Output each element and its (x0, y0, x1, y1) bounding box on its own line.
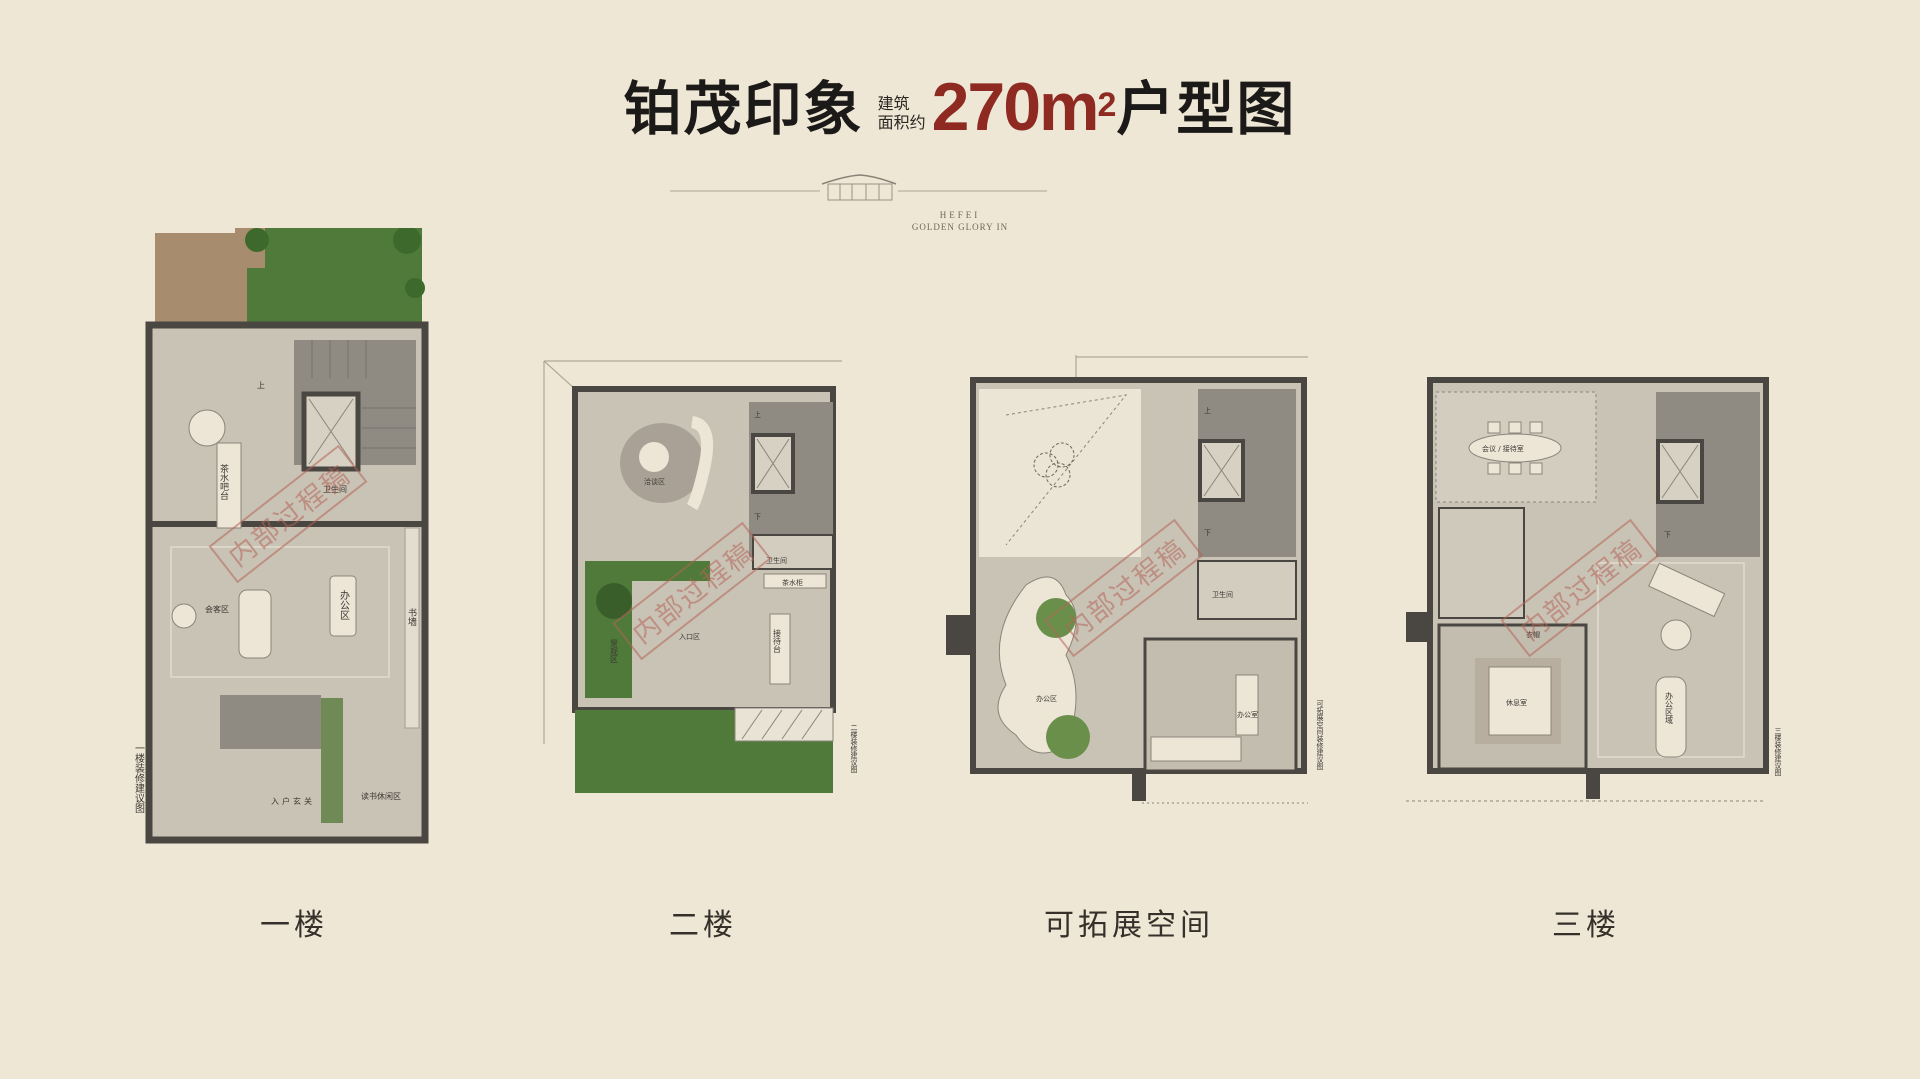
lawn (247, 228, 422, 328)
floor-label-1: 一楼 (260, 908, 328, 943)
room-label: 会议 / 接待室 (1482, 444, 1524, 453)
area-number: 270m (931, 69, 1100, 145)
room-label: 书墙 (406, 608, 417, 627)
room-label: 卫生间 (323, 484, 347, 494)
stair-label: 下 (1204, 529, 1211, 537)
void-area (979, 389, 1141, 557)
logo-line2: GOLDEN GLORY IN (911, 222, 1009, 232)
floor-plan-1: 茶水吧台 卫生间 会客区 办公区 书墙 入户玄关 读书休闲区 上 一楼装修建议图 (133, 228, 429, 844)
room-label: 茶水吧台 (218, 463, 229, 501)
room-label: 办公室 (1237, 710, 1258, 719)
area-value: 270m2 (932, 70, 1117, 144)
room-label: 办公区域 (1665, 691, 1674, 724)
room-label: 景观区 (610, 639, 619, 663)
title-suffix: 户型图 (1116, 75, 1297, 143)
stair-label: 上 (1204, 406, 1211, 415)
room-label: 卫生间 (766, 556, 787, 565)
area-label-line2: 面积约 (877, 113, 926, 132)
area-label-line1: 建筑 (877, 94, 910, 113)
project-name: 铂茂印象 (623, 75, 864, 143)
room-label: 衣帽 (1526, 630, 1540, 639)
room-label: 会客区 (205, 604, 229, 614)
room-label: 茶水柜 (782, 578, 803, 587)
area-label: 建筑面积约 (878, 94, 926, 132)
page-title: 铂茂印象 建筑面积约 270m2 户型图 (0, 70, 1920, 144)
stair-label: 下 (1664, 531, 1671, 539)
side-note: 二楼装修建议图 (850, 724, 858, 774)
logo-line1: HEFEI (939, 210, 981, 220)
floor-plan-4: 会议 / 接待室 休息室 衣帽 办公区域 下 三楼装修建议图 (1406, 377, 1782, 802)
sofa (238, 589, 272, 659)
room-label: 洽谈区 (644, 477, 665, 486)
room-label: 接待台 (773, 628, 782, 654)
bed (1488, 666, 1552, 736)
floor-label-3: 三楼 (1552, 908, 1620, 943)
planter (321, 698, 343, 823)
meeting-table (1468, 433, 1562, 463)
stair-label: 下 (754, 513, 761, 521)
room-label: 入户玄关 (271, 796, 315, 806)
stair-label: 上 (754, 410, 761, 419)
floor-plan-2: 洽谈区 卫生间 茶水柜 入口区 接待台 景观区 上 下 二楼装修建议图 (543, 360, 858, 793)
rug (170, 546, 390, 678)
side-note: 一楼装修建议图 (133, 743, 145, 814)
area-unit-sup: 2 (1097, 86, 1117, 124)
house-logo-icon (670, 174, 1047, 201)
floor-label-expandable: 可拓展空间 (1044, 908, 1214, 943)
room-label: 办公区 (1036, 694, 1057, 703)
room-label: 办公区 (338, 589, 350, 620)
room-label: 读书休闲区 (361, 791, 401, 801)
room-label: 入口区 (679, 633, 700, 641)
side-note: 三楼装修建议图 (1774, 727, 1782, 777)
stair-up-label: 上 (257, 381, 265, 390)
side-note: 可拓展空间装修建议图 (1316, 700, 1324, 771)
lower-stairs (220, 695, 321, 749)
room-label: 休息室 (1506, 698, 1527, 707)
floor-label-2: 二楼 (669, 908, 737, 943)
room-label: 卫生间 (1212, 590, 1233, 599)
elevator (1198, 439, 1245, 502)
floor-plan-3: 卫生间 办公室 办公区 上 下 可拓展空间装修建议图 (946, 355, 1324, 804)
elevator (301, 391, 361, 472)
